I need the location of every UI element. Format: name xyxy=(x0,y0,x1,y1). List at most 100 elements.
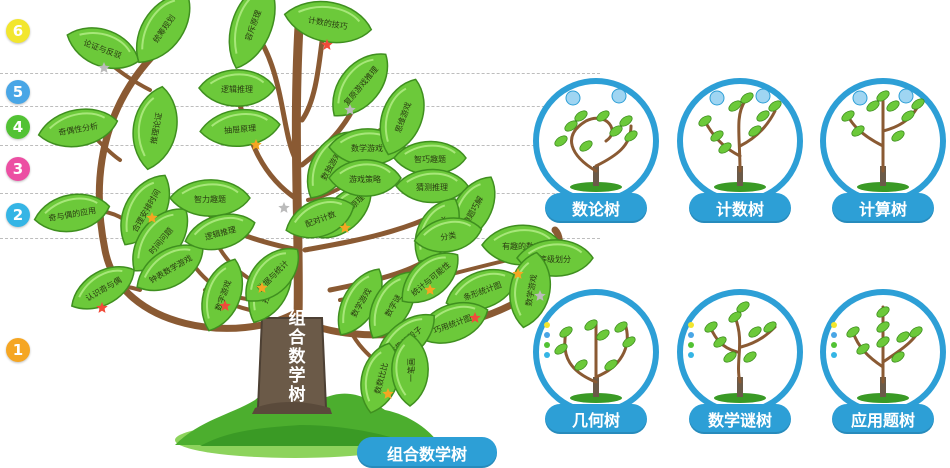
mini-level-dot xyxy=(544,352,550,358)
level-badge-3: 3 xyxy=(6,157,30,181)
mini-leaf xyxy=(736,301,750,313)
leaf-node[interactable]: 逻辑推理 xyxy=(198,69,276,107)
leaf-label: 猜测推理 xyxy=(416,182,448,192)
leaf-node[interactable]: 复原游戏推理 xyxy=(319,42,401,129)
subtree-button[interactable]: 数论树 xyxy=(545,193,647,223)
star-icon xyxy=(534,290,546,301)
subtree-button[interactable]: 几何树 xyxy=(545,404,647,434)
mini-level-dot xyxy=(831,332,837,338)
mini-level-dot xyxy=(831,352,837,358)
level-badge-5: 5 xyxy=(6,80,30,104)
leaf-node[interactable]: 游戏策略 xyxy=(328,159,402,197)
mini-branch xyxy=(738,109,777,148)
level-badge-1: 1 xyxy=(6,338,30,362)
mini-leaf xyxy=(856,343,870,355)
leaf-node[interactable]: 智力趣题 xyxy=(169,179,251,217)
mini-leaf xyxy=(698,115,712,127)
mini-level-dot xyxy=(544,332,550,338)
leaf-label: 抽屉原理 xyxy=(224,123,257,136)
mini-leaf xyxy=(911,98,925,110)
mini-level-dot xyxy=(544,342,550,348)
level-badge-6: 6 xyxy=(6,19,30,43)
subtree-card-puzzles[interactable]: 数学谜树 xyxy=(675,287,805,437)
mini-leaf xyxy=(876,336,890,348)
mini-leaf xyxy=(596,110,610,122)
leaf-node[interactable]: 分类 xyxy=(412,213,485,257)
leaf-label: 分类 xyxy=(439,230,456,243)
subtree-card-number-theory[interactable]: 数论树 xyxy=(531,76,661,226)
mini-leaf xyxy=(619,115,633,127)
star-icon xyxy=(96,302,108,313)
leaf-node[interactable]: 条形统计图 xyxy=(440,260,524,320)
leaf-node[interactable]: 思维游戏 xyxy=(370,73,435,162)
leaf-node[interactable]: 推理论证 xyxy=(127,83,184,173)
leaf-label: 一笔画 xyxy=(406,358,416,382)
mini-branch xyxy=(594,325,629,379)
leaf-node[interactable]: 猜测推理 xyxy=(395,168,469,204)
mini-leaf xyxy=(743,351,757,363)
trunk-char: 学 xyxy=(288,365,306,386)
leaf-node[interactable]: 逻辑推理 xyxy=(181,207,259,258)
leaf-node[interactable]: 论证与反驳 xyxy=(61,18,145,78)
subtree-card-counting[interactable]: 计数树 xyxy=(675,76,805,226)
leaf-label: 逻辑推理 xyxy=(221,84,253,94)
star-icon xyxy=(256,282,268,293)
mini-leaf xyxy=(614,321,628,333)
mini-leaf xyxy=(846,326,860,338)
leaf-node[interactable]: 数学游戏 xyxy=(504,249,556,331)
tree-name-button[interactable]: 组合数学树 xyxy=(357,437,497,468)
star-icon xyxy=(278,202,290,213)
subtree-button[interactable]: 数学谜树 xyxy=(689,404,791,434)
leaf-node[interactable]: 数学游戏 xyxy=(327,261,394,343)
leaf-node[interactable]: 统筹规划 xyxy=(123,0,204,74)
subtree-button[interactable]: 计算树 xyxy=(832,193,934,223)
mini-grass xyxy=(857,393,909,403)
mini-trunk xyxy=(593,166,599,186)
leaf-node[interactable]: 数字游戏 xyxy=(192,253,252,337)
subtree-button[interactable]: 计数树 xyxy=(689,193,791,223)
subtree-card-geometry[interactable]: 几何树 xyxy=(531,287,661,437)
star-icon xyxy=(344,104,356,115)
leaf-node[interactable]: 智巧趣题 xyxy=(393,140,467,176)
leaf-node[interactable]: 奇与偶的应用 xyxy=(31,189,112,238)
mini-level-dot xyxy=(688,322,694,328)
mini-branch xyxy=(737,99,747,173)
trunk-char: 合 xyxy=(288,327,306,348)
mini-grass xyxy=(570,393,622,403)
trunk-char: 数 xyxy=(288,346,306,367)
star-icon xyxy=(321,39,333,50)
mini-bubble xyxy=(898,88,914,104)
leaf-node[interactable]: 认识奇与偶 xyxy=(64,256,143,321)
leaf-node[interactable]: 钟表数学游戏 xyxy=(128,233,212,302)
leaf-node[interactable]: 计数的技巧 xyxy=(281,0,375,49)
mini-bubble xyxy=(852,90,868,106)
mini-leaf xyxy=(584,319,598,331)
leaf-node[interactable]: 一笔画 xyxy=(391,333,429,407)
mini-level-dot xyxy=(688,332,694,338)
star-icon xyxy=(512,268,524,279)
mini-leaf xyxy=(876,306,890,318)
leaf-node[interactable]: 配对计数 xyxy=(280,189,360,248)
mini-leaf xyxy=(851,125,865,137)
mini-grass xyxy=(714,182,766,192)
star-icon xyxy=(250,139,262,150)
mini-leaf xyxy=(876,90,890,102)
leaf-node[interactable]: 容斥原理 xyxy=(218,0,287,75)
mini-leaf xyxy=(718,142,732,154)
trunk-char: 组 xyxy=(288,308,306,329)
mini-level-dot xyxy=(688,342,694,348)
mini-leaf xyxy=(768,100,782,112)
mini-grass xyxy=(857,182,909,192)
leaf-node[interactable]: 抽屉原理 xyxy=(199,106,282,149)
leaf-label: 游戏策略 xyxy=(349,174,381,184)
subtree-card-word-problems[interactable]: 应用题树 xyxy=(818,287,948,437)
mini-bubble xyxy=(611,88,627,104)
subtree-card-calculation[interactable]: 计算树 xyxy=(818,76,948,226)
star-icon xyxy=(98,62,110,73)
star-icon xyxy=(469,312,481,323)
mini-level-dot xyxy=(831,342,837,348)
subtree-button[interactable]: 应用题树 xyxy=(832,404,934,434)
mini-leaf xyxy=(609,125,623,137)
leaf-node[interactable]: 奇偶性分析 xyxy=(35,103,120,153)
